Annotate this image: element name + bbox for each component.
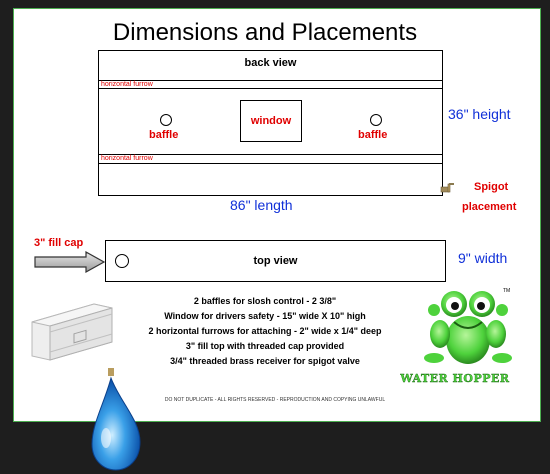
furrow-top-label: horizontal furrow: [101, 81, 153, 88]
width-dimension: 9" width: [458, 250, 508, 266]
baffle-right-circle: [370, 114, 382, 126]
fill-cap-circle: [115, 254, 129, 268]
window-label: window: [250, 115, 292, 127]
baffle-left-label: baffle: [149, 129, 179, 141]
spigot-icon: [440, 183, 454, 193]
length-dimension: 86" length: [230, 197, 293, 213]
logo-wordmark: WATER HOPPER: [400, 372, 510, 385]
water-drop-icon: [91, 368, 141, 471]
furrow-bottom-line-2: [98, 163, 443, 164]
copyright-notice: DO NOT DUPLICATE - ALL RIGHTS RESERVED -…: [164, 397, 386, 403]
page-title: Dimensions and Placements: [112, 19, 418, 46]
furrow-bottom-line-1: [98, 154, 443, 155]
note-baffles: 2 baffles for slosh control - 2 3/8": [193, 296, 337, 306]
top-view-label: top view: [253, 255, 298, 267]
note-fill-top: 3" fill top with threaded cap provided: [185, 341, 345, 351]
spigot-label-line2: placement: [462, 201, 517, 213]
logo-tm: TM: [503, 288, 511, 294]
window-rect: [240, 100, 302, 142]
fill-cap-arrow-icon: [34, 251, 106, 273]
baffle-left-circle: [160, 114, 172, 126]
top-view-tank: [105, 240, 446, 282]
back-view-top-divider: [98, 80, 443, 81]
note-spigot-receiver: 3/4" threaded brass receiver for spigot …: [170, 356, 360, 366]
furrow-top-line: [98, 88, 443, 89]
back-view-label: back view: [244, 57, 297, 69]
spigot-label-line1: Spigot: [474, 181, 509, 193]
note-furrows: 2 horizontal furrows for attaching - 2" …: [148, 326, 382, 336]
baffle-right-label: baffle: [358, 129, 388, 141]
height-dimension: 36" height: [448, 106, 511, 122]
water-hopper-frog-logo: [424, 291, 512, 364]
fill-cap-label: 3" fill cap: [34, 237, 84, 249]
note-window: Window for drivers safety - 15" wide X 1…: [164, 311, 366, 321]
tank-3d-sketch: [31, 303, 113, 361]
furrow-bottom-label: horizontal furrow: [101, 155, 153, 162]
